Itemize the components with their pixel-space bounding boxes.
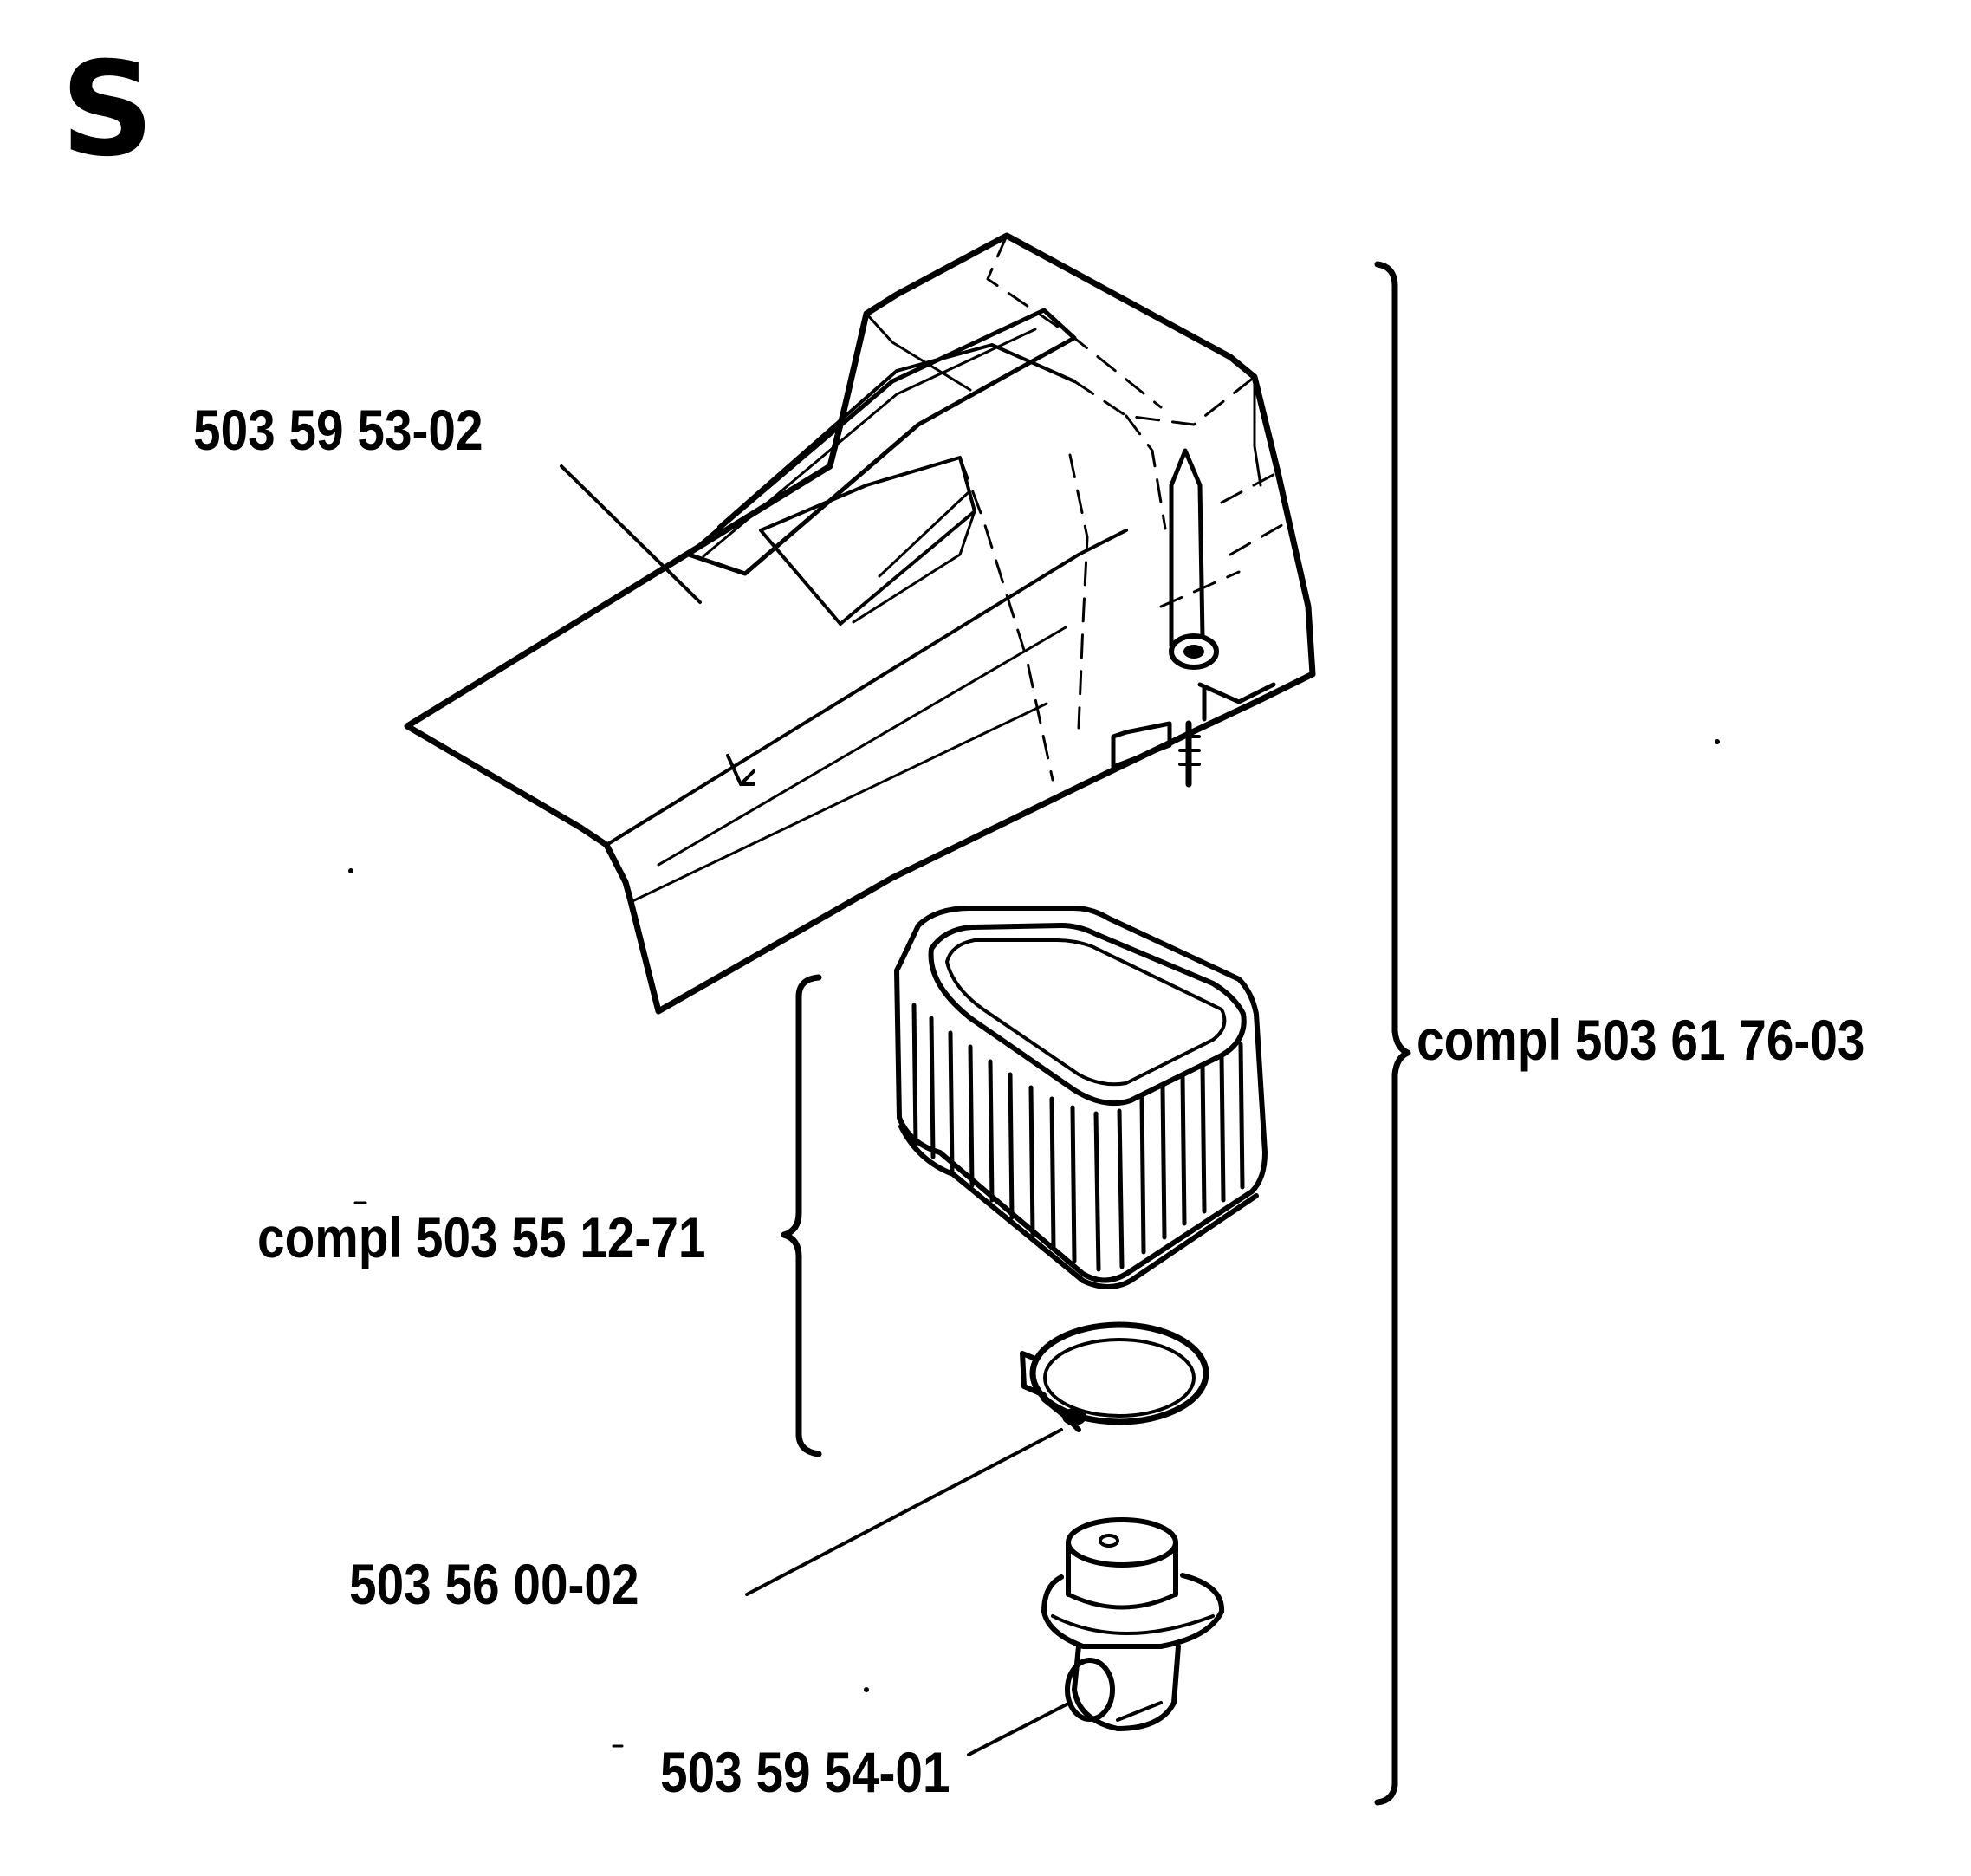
- main-assembly-bracket: [1374, 261, 1411, 1806]
- scan-speck: [348, 868, 353, 873]
- hose-clamp: [1020, 1321, 1209, 1432]
- leader-line-cover: [560, 464, 702, 604]
- part-label-cover: 503 59 53-02: [193, 398, 483, 462]
- part-label-filter-assembly: compl 503 55 12-71: [257, 1205, 706, 1269]
- leader-line-adapter: [967, 1701, 1072, 1756]
- part-label-adapter: 503 59 54-01: [660, 1740, 950, 1804]
- part-label-clamp: 503 56 00-02: [349, 1552, 639, 1616]
- leader-line-clamp: [745, 1428, 1063, 1596]
- air-filter-element: [894, 906, 1268, 1289]
- air-filter-cover: [404, 232, 1316, 1015]
- part-label-main-assembly: compl 503 61 76-03: [1417, 1008, 1865, 1072]
- section-letter: S: [61, 35, 155, 185]
- scan-speck: [1715, 739, 1720, 744]
- scan-speck: [864, 1687, 869, 1692]
- filter-assembly-bracket: [781, 974, 822, 1457]
- intake-adapter: [1041, 1517, 1225, 1731]
